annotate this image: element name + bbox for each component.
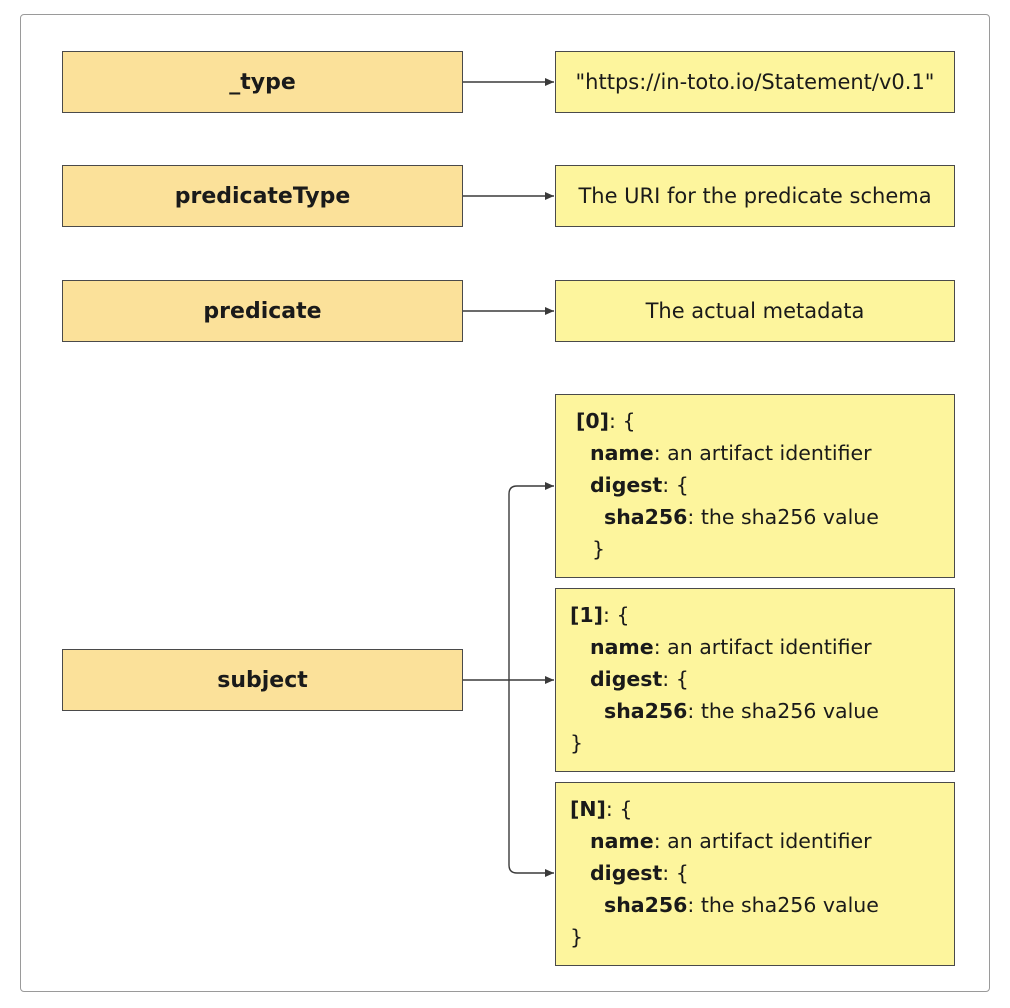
entry-open: : { — [605, 797, 633, 821]
entry-sha-key: sha256 — [604, 699, 688, 723]
entry-sha-key: sha256 — [604, 505, 688, 529]
entry-name-key: name — [590, 635, 654, 659]
entry-index: [0] — [576, 409, 610, 433]
entry-sha-value: : the sha256 value — [687, 893, 879, 917]
entry-index: [N] — [570, 797, 606, 821]
subject-entry-n: [N]: { name: an artifact identifier dige… — [555, 782, 955, 966]
entry-digest-open: : { — [662, 473, 689, 497]
entry-inner-close: } — [570, 925, 584, 949]
entry-sha-value: : the sha256 value — [687, 505, 879, 529]
value-type-box: "https://in-toto.io/Statement/v0.1" — [555, 51, 955, 113]
subject-entry-1: [1]: { name: an artifact identifier dige… — [555, 588, 955, 772]
entry-inner-close: } — [570, 731, 584, 755]
field-type-box: _type — [62, 51, 463, 113]
entry-name-value: : an artifact identifier — [653, 635, 872, 659]
value-predicate-type-box: The URI for the predicate schema — [555, 165, 955, 227]
entry-digest-key: digest — [590, 473, 663, 497]
entry-name-value: : an artifact identifier — [653, 441, 872, 465]
entry-name-value: : an artifact identifier — [653, 829, 872, 853]
field-subject-box: subject — [62, 649, 463, 711]
entry-digest-open: : { — [662, 667, 689, 691]
entry-digest-open: : { — [662, 861, 689, 885]
entry-open: : { — [609, 409, 636, 433]
entry-inner-close: } — [592, 537, 606, 561]
entry-sha-value: : the sha256 value — [687, 699, 879, 723]
field-predicate-type-box: predicateType — [62, 165, 463, 227]
entry-name-key: name — [590, 441, 654, 465]
subject-entry-0: [0]: { name: an artifact identifier dige… — [555, 394, 955, 578]
entry-digest-key: digest — [590, 667, 663, 691]
entry-index: [1] — [570, 603, 604, 627]
entry-digest-key: digest — [590, 861, 663, 885]
entry-name-key: name — [590, 829, 654, 853]
value-predicate-box: The actual metadata — [555, 280, 955, 342]
entry-sha-key: sha256 — [604, 893, 688, 917]
entry-open: : { — [603, 603, 630, 627]
field-predicate-box: predicate — [62, 280, 463, 342]
